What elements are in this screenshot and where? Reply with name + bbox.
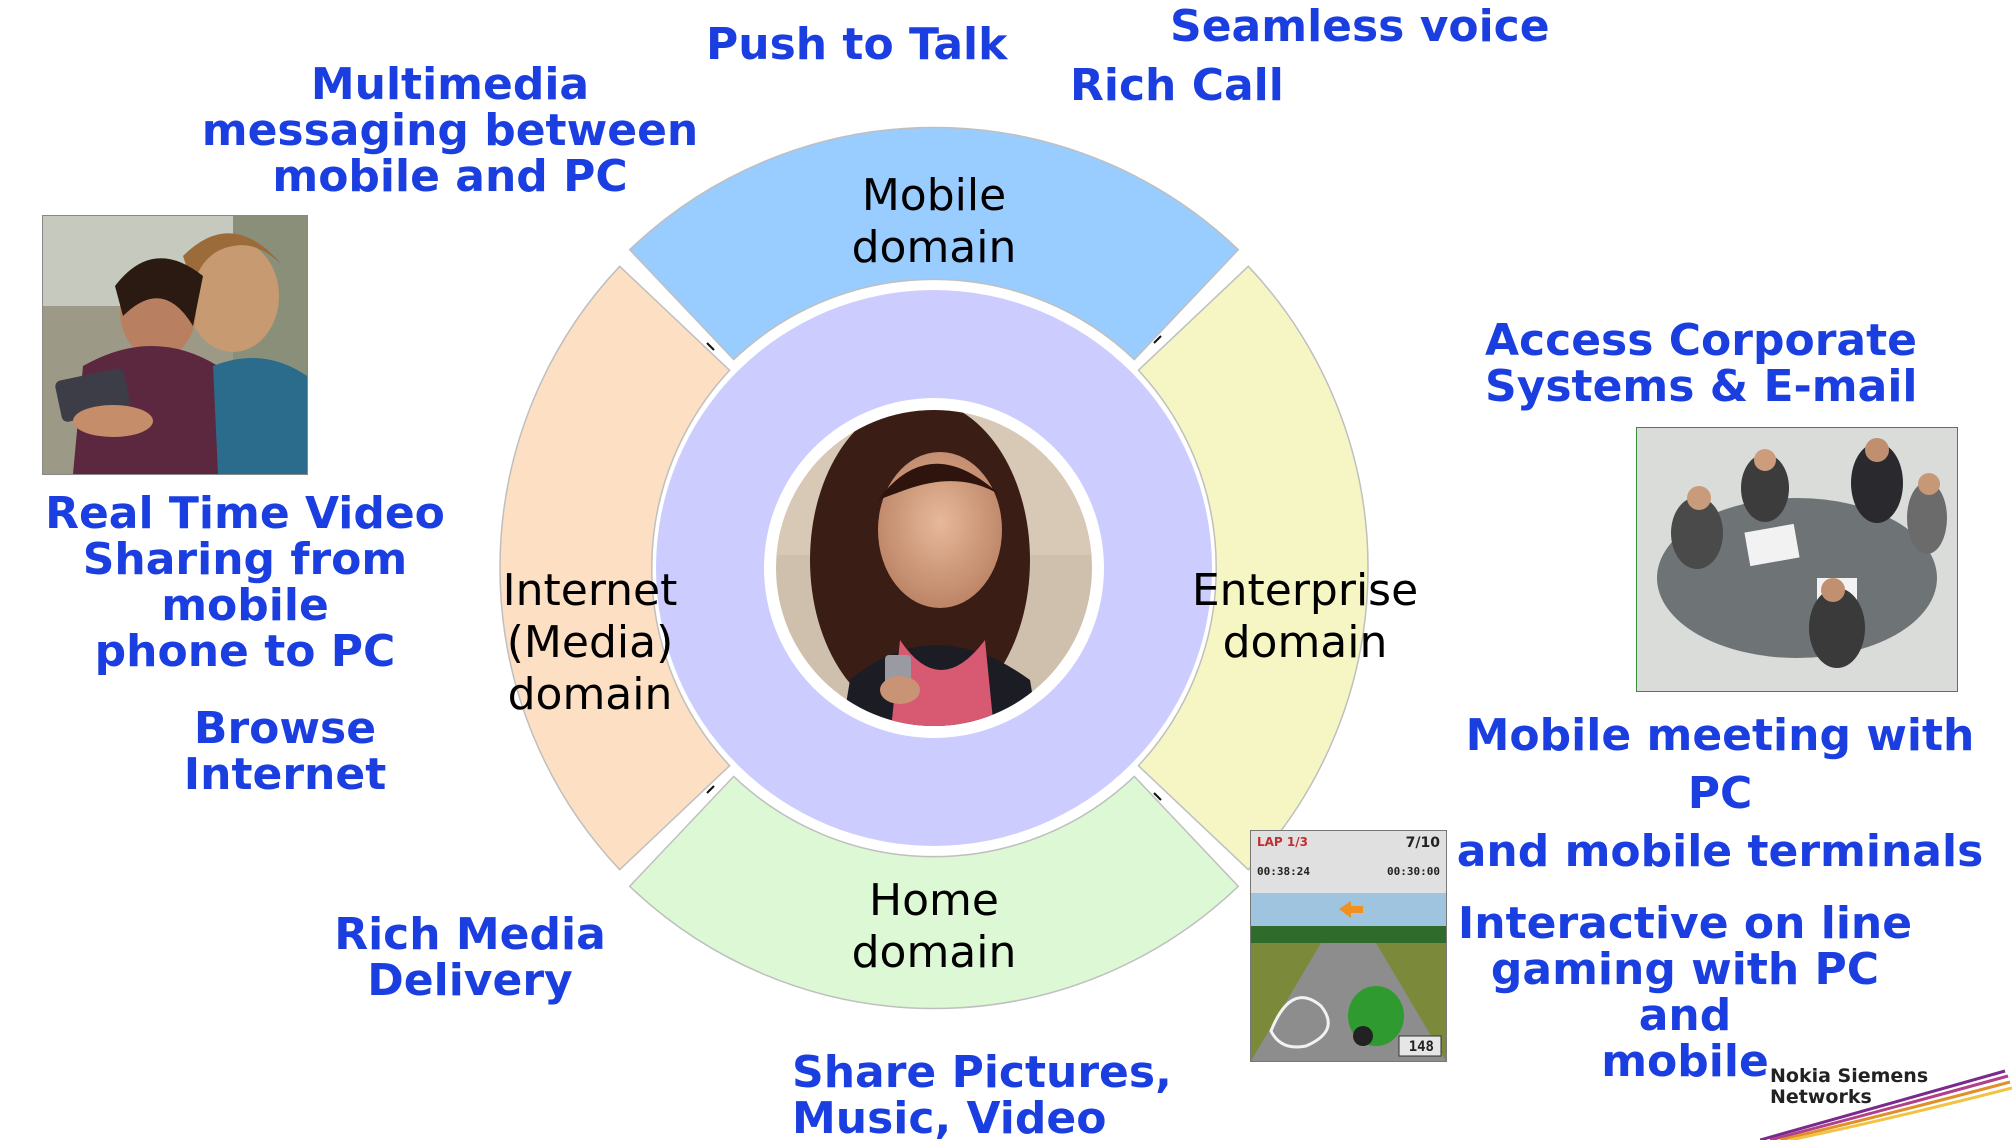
home-domain-label: Home domain — [851, 875, 1017, 978]
browse-internet-label: Browse Internet — [183, 703, 387, 800]
game-position: 7/10 — [1405, 835, 1440, 851]
game-total-time: 00:30:00 — [1387, 865, 1440, 878]
push-to-talk-label: Push to Talk — [706, 19, 1008, 70]
rich-media-delivery-label: Rich Media Delivery — [334, 909, 606, 1006]
racing-game-screenshot: LAP 1/3 7/10 00:38:24 00:30:00 148 — [1250, 830, 1447, 1062]
nokia-siemens-networks-logo-text: Nokia Siemens Networks — [1770, 1065, 1929, 1108]
center-portrait-image — [776, 410, 1092, 726]
internet-domain-segment — [499, 265, 731, 871]
multimedia-messaging-label: Multimedia messaging between mobile and … — [201, 59, 699, 202]
home-domain-segment — [628, 775, 1240, 1010]
mobile-domain-label: Mobile domain — [851, 170, 1017, 273]
mobile-domain-segment — [628, 126, 1240, 361]
enterprise-domain-label: Enterprise domain — [1191, 565, 1419, 668]
game-speed: 148 — [1408, 1039, 1434, 1055]
internet-domain-label: Internet (Media) domain — [502, 565, 678, 720]
rich-call-label: Rich Call — [1070, 60, 1284, 111]
seamless-voice-label: Seamless voice — [1170, 1, 1550, 52]
friends-sharing-video-photo — [42, 215, 308, 475]
share-pictures-label: Share Pictures, Music, Video — [792, 1047, 1172, 1144]
segment-gap-ticks — [706, 335, 1162, 801]
interactive-gaming-label: Interactive on line gaming with PC and m… — [1457, 898, 1913, 1087]
access-corporate-label: Access Corporate Systems & E-mail — [1485, 315, 1918, 412]
corporate-meeting-photo — [1636, 427, 1958, 692]
mobile-meeting-label: Mobile meeting with PC and mobile termin… — [1456, 710, 1984, 877]
nokia-siemens-networks-logo-mark — [1760, 1069, 2012, 1140]
real-time-video-label: Real Time Video Sharing from mobile phon… — [45, 488, 445, 677]
game-lap-counter: LAP 1/3 — [1257, 835, 1308, 849]
game-lap-time: 00:38:24 — [1257, 865, 1310, 878]
